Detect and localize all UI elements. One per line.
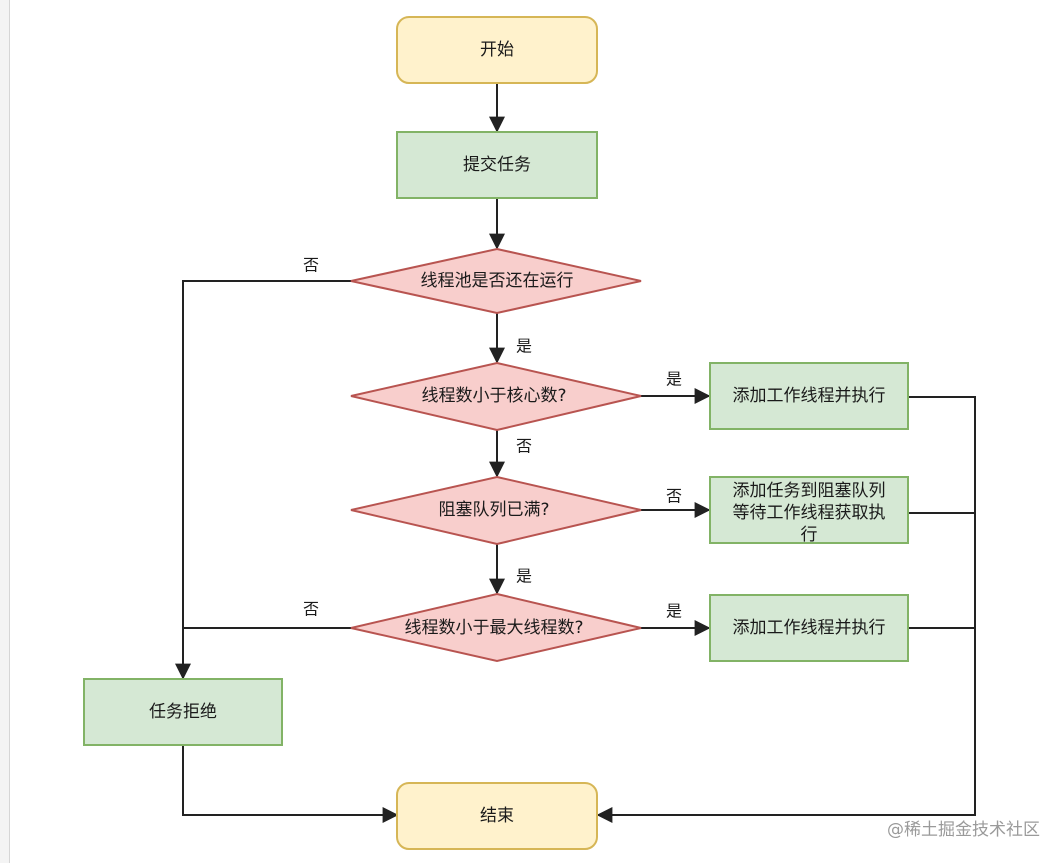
reject-label: 任务拒绝 xyxy=(149,702,217,722)
lt-core-label: 线程数小于核心数? xyxy=(421,386,566,406)
label-running-no: 否 xyxy=(303,256,319,275)
label-max-yes: 是 xyxy=(666,602,682,621)
label-core-no: 否 xyxy=(516,437,532,456)
reject-node: 任务拒绝 xyxy=(83,678,283,746)
pool-running-label: 线程池是否还在运行 xyxy=(421,271,574,291)
label-queue-yes: 是 xyxy=(516,567,532,586)
add-worker-label-1: 添加工作线程并执行 xyxy=(733,386,886,406)
lt-core-decision: 线程数小于核心数? xyxy=(350,361,642,432)
lt-max-label: 线程数小于最大线程数? xyxy=(404,618,583,638)
end-label: 结束 xyxy=(480,806,514,826)
add-worker-label-2: 添加工作线程并执行 xyxy=(733,618,886,638)
edge-reject-end xyxy=(182,745,399,823)
enqueue-label-line2: 等待工作线程获取执 xyxy=(733,503,886,523)
queue-full-label: 阻塞队列已满? xyxy=(438,500,549,520)
pool-running-decision: 线程池是否还在运行 xyxy=(350,247,642,315)
edge-running-no-reject xyxy=(175,280,351,680)
submit-task-node: 提交任务 xyxy=(396,131,598,199)
label-running-yes: 是 xyxy=(516,337,532,356)
label-core-yes: 是 xyxy=(666,370,682,389)
left-edge-strip xyxy=(0,0,10,863)
end-node: 结束 xyxy=(396,782,598,850)
enqueue-label-line3: 行 xyxy=(801,525,818,545)
lt-max-decision: 线程数小于最大线程数? xyxy=(350,592,642,663)
submit-task-label: 提交任务 xyxy=(463,155,531,175)
edge-worker1-end xyxy=(596,396,976,823)
add-worker-node-2: 添加工作线程并执行 xyxy=(709,594,909,662)
label-queue-no: 否 xyxy=(666,487,682,506)
queue-full-decision: 阻塞队列已满? xyxy=(350,475,642,546)
edges xyxy=(175,83,976,823)
enqueue-label-line1: 添加任务到阻塞队列 xyxy=(733,481,886,501)
start-label: 开始 xyxy=(480,40,514,60)
enqueue-node: 添加任务到阻塞队列 等待工作线程获取执 行 xyxy=(709,476,909,545)
watermark: @稀土掘金技术社区 xyxy=(887,820,1040,840)
add-worker-node-1: 添加工作线程并执行 xyxy=(709,362,909,430)
start-node: 开始 xyxy=(396,16,598,84)
label-max-no: 否 xyxy=(303,600,319,619)
